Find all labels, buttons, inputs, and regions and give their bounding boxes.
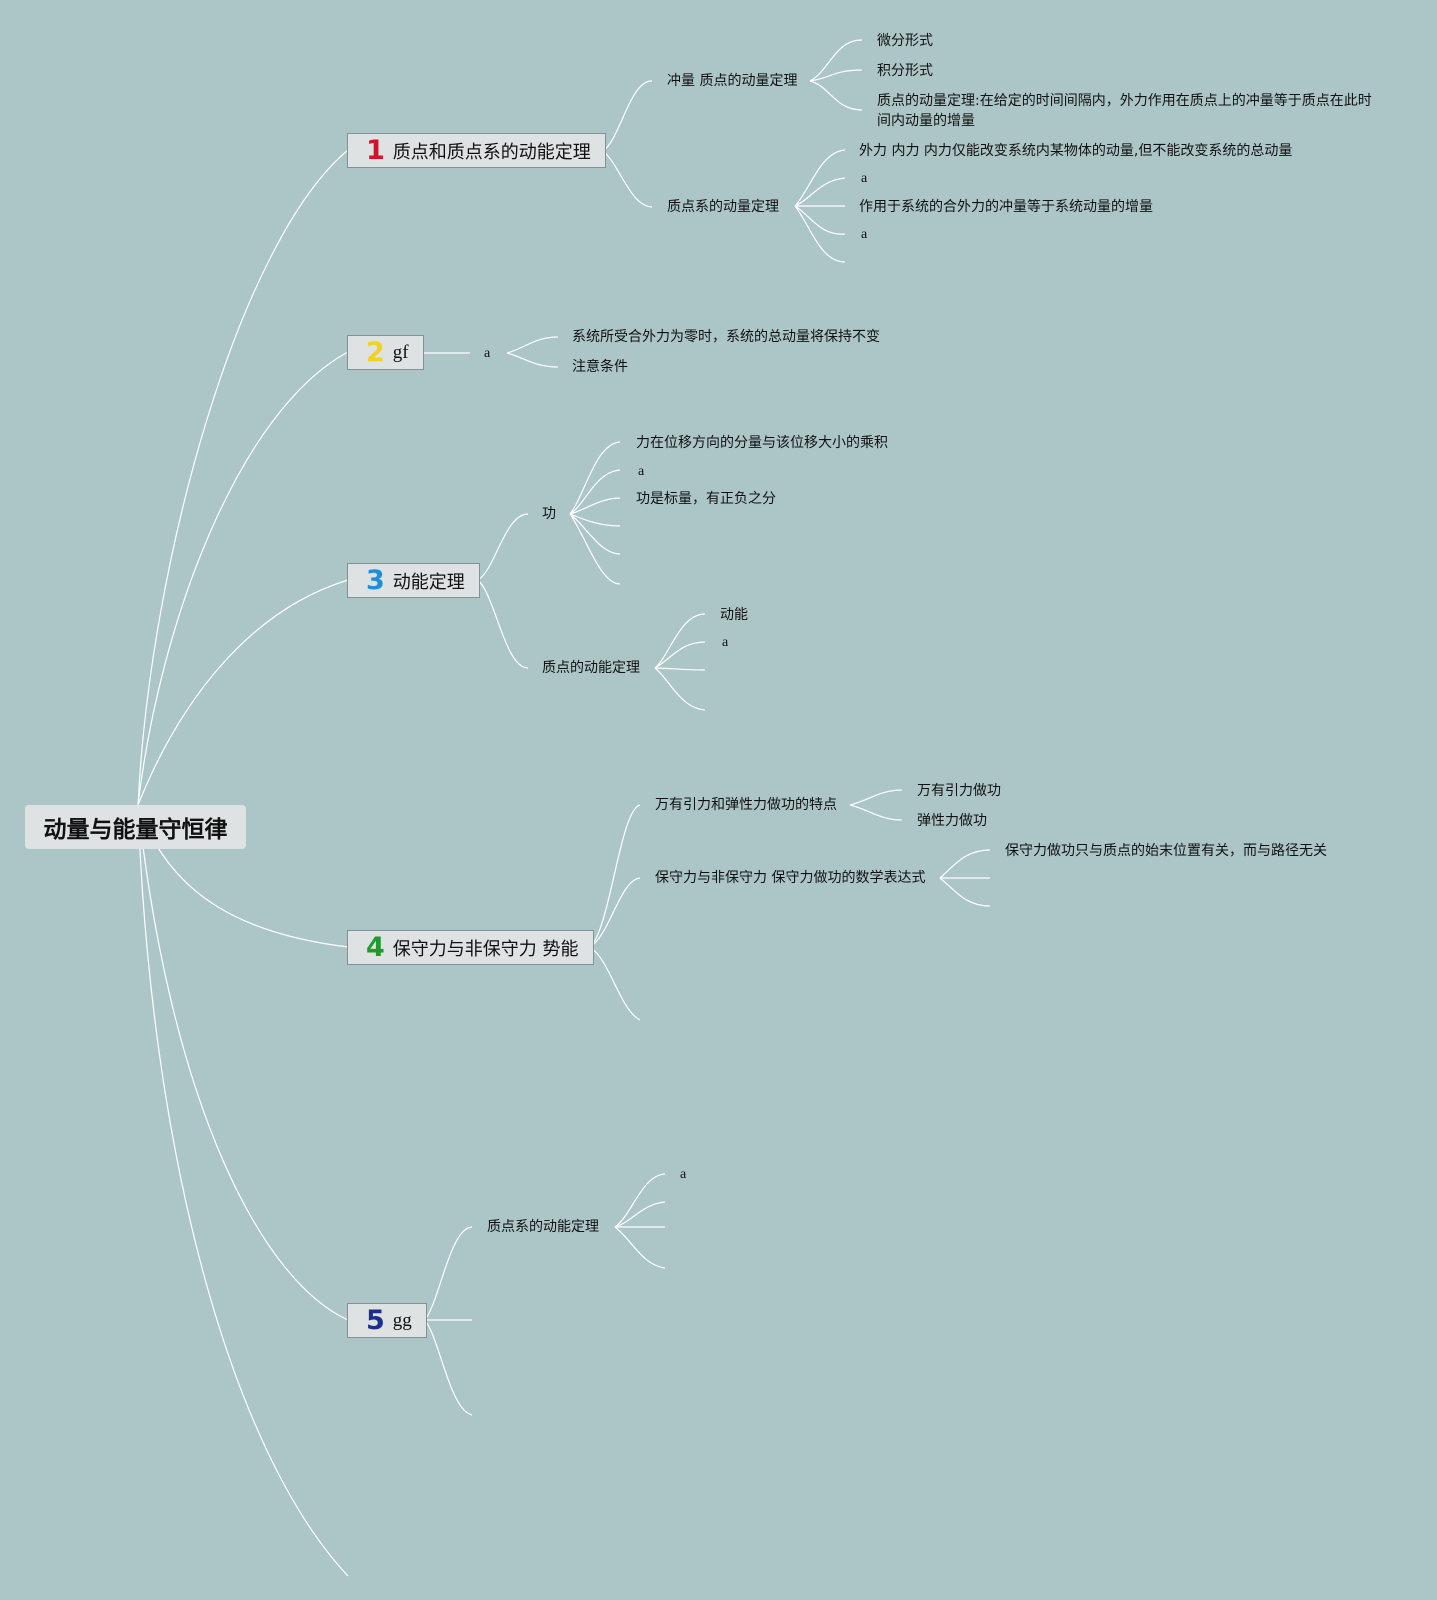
link-4a-2 [849,804,903,821]
topic-3-title: 动能定理 [392,571,465,593]
topic-3-sub-1-leaf-3[interactable]: 功是标量，有正负之分 [636,491,776,507]
link-5a-1 [614,1173,666,1228]
topic-3-sub-1-leaf-2[interactable]: a [638,464,645,479]
link-root-6 [137,804,349,1577]
topic-2-sub-1[interactable]: a [484,346,491,361]
link-3b-2 [654,641,706,669]
number-4-icon: 4 [366,932,385,963]
topic-1-sub-1-leaf-2[interactable]: 积分形式 [877,63,933,79]
topic-3-sub-2[interactable]: 质点的动能定理 [542,660,640,676]
topic-1-title: 质点和质点系的动能定理 [392,141,591,163]
number-2-icon: 2 [366,337,385,368]
topic-3-sub-1-leaf-1[interactable]: 力在位移方向的分量与该位移大小的乘积 [636,435,888,451]
link-1a-3 [809,80,863,111]
topic-4-sub-2[interactable]: 保守力与非保守力 保守力做功的数学表达式 [655,870,926,886]
link-3b-3 [654,667,706,671]
link-root-1 [137,149,349,806]
link-3b-4 [654,667,706,711]
topic-4-sub-1-leaf-1[interactable]: 万有引力做功 [917,783,1001,799]
topic-5[interactable]: 5 gg [347,1303,427,1338]
link-1a-2 [809,69,863,82]
link-1b-1 [794,149,846,207]
link-t4-b [589,877,641,948]
topic-2-title: gf [392,341,409,363]
link-2a-2 [506,352,559,368]
link-2a-1 [506,336,559,354]
link-t1-a [602,80,653,152]
topic-5-title: gg [392,1309,412,1331]
link-4b-3 [939,877,991,907]
link-3a-3 [569,497,621,515]
link-root-2 [137,351,349,806]
topic-1-sub-2-leaf-2[interactable]: a [861,171,868,186]
link-1a-1 [809,39,863,82]
link-3a-4 [569,513,621,527]
number-1-icon: 1 [366,135,385,166]
link-1b-2 [794,177,846,207]
topic-1-sub-2-leaf-1[interactable]: 外力 内力 内力仅能改变系统内某物体的动量,但不能改变系统的总动量 [859,143,1293,159]
number-5-icon: 5 [366,1305,385,1336]
topic-4-sub-1-leaf-2[interactable]: 弹性力做功 [917,813,987,829]
number-3-icon: 3 [366,565,385,596]
topic-4-sub-2-leaf-1[interactable]: 保守力做功只与质点的始末位置有关，而与路径无关 [1005,843,1327,859]
topic-1-sub-1[interactable]: 冲量 质点的动量定理 [667,73,798,89]
topic-3[interactable]: 3 动能定理 [347,563,480,598]
topic-3-sub-2-leaf-1[interactable]: 动能 [720,607,748,623]
topic-3-sub-1[interactable]: 功 [542,506,556,522]
topic-1-sub-2[interactable]: 质点系的动量定理 [667,199,779,215]
topic-4[interactable]: 4 保守力与非保守力 势能 [347,930,594,965]
link-1b-4 [794,205,846,235]
link-4b-1 [939,849,991,879]
root-title: 动量与能量守恒律 [43,817,228,843]
link-1b-5 [794,205,846,263]
topic-4-sub-1[interactable]: 万有引力和弹性力做功的特点 [655,797,837,813]
link-4a-1 [849,789,903,806]
link-3a-2 [569,469,621,515]
link-t3-a [477,513,529,581]
root-topic[interactable]: 动量与能量守恒律 [25,805,246,849]
link-root-3 [137,579,349,806]
link-5a-4 [614,1226,666,1269]
topic-4-title: 保守力与非保守力 势能 [392,938,579,960]
topic-1-sub-1-leaf-3[interactable]: 质点的动量定理:在给定的时间间隔内，外力作用在质点上的冲量等于质点在此时间内动量… [877,93,1372,129]
topic-5-sub-1[interactable]: 质点系的动能定理 [487,1219,599,1235]
link-3a-1 [569,441,621,515]
link-3a-6 [569,513,621,585]
topic-2[interactable]: 2 gf [347,335,424,370]
link-root-5 [137,804,349,1321]
topic-5-sub-1-leaf-1[interactable]: a [680,1167,687,1182]
link-t4-c [589,946,641,1021]
link-3a-5 [569,513,621,555]
link-t3-b [477,579,529,669]
link-t1-b [602,150,653,208]
link-t5-c [424,1319,473,1416]
topic-3-sub-2-leaf-2[interactable]: a [722,635,729,650]
link-3b-1 [654,613,706,669]
topic-1-sub-1-leaf-1[interactable]: 微分形式 [877,33,933,49]
topic-1-sub-2-leaf-4[interactable]: a [861,227,868,242]
topic-1[interactable]: 1 质点和质点系的动能定理 [347,133,606,168]
link-t5-a [424,1226,473,1321]
topic-2-sub-1-leaf-1[interactable]: 系统所受合外力为零时，系统的总动量将保持不变 [572,329,880,345]
link-t4-a [589,804,641,948]
topic-1-sub-2-leaf-3[interactable]: 作用于系统的合外力的冲量等于系统动量的增量 [859,199,1153,215]
topic-2-sub-1-leaf-2[interactable]: 注意条件 [572,359,628,375]
link-5a-2 [614,1201,666,1228]
